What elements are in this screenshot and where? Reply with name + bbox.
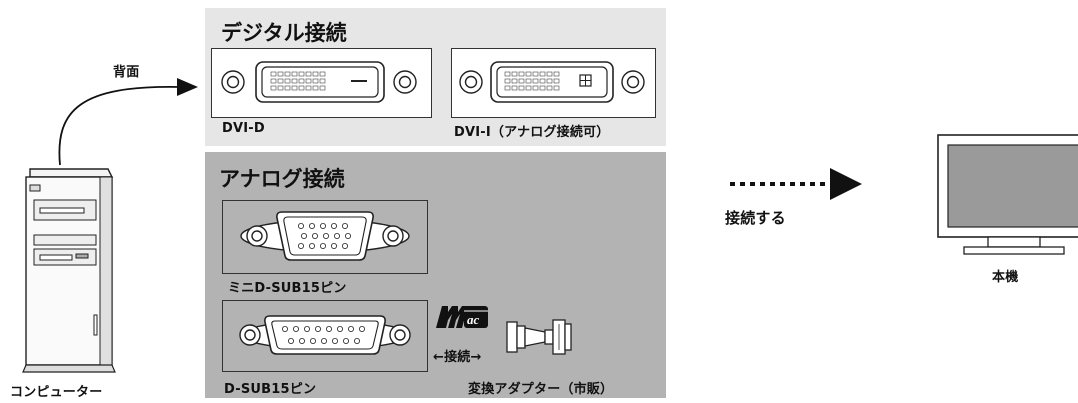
back-panel-label: 背面 <box>113 65 140 80</box>
monitor-icon <box>937 134 1078 255</box>
conversion-adapter-icon <box>506 319 572 355</box>
connection-label: 接続する <box>725 209 786 227</box>
dsub-port-box <box>222 300 428 372</box>
mini-dsub-connector-icon <box>240 211 410 261</box>
mini-dsub-label: ミニD-SUB15ピン <box>228 281 347 296</box>
mini-dsub-port-box <box>222 200 428 274</box>
adapter-connect-label: ←接続→ <box>433 350 482 365</box>
computer-label: コンピューター <box>10 385 103 400</box>
adapter-label: 変換アダプター（市販） <box>468 382 614 397</box>
computer-cable-arrow <box>58 78 198 166</box>
dvi-d-label: DVI-D <box>222 121 265 136</box>
digital-connection-title: デジタル接続 <box>221 21 347 45</box>
analog-connection-panel <box>205 152 666 398</box>
dvi-i-connector-icon <box>459 61 645 103</box>
dvi-i-label: DVI-I（アナログ接続可） <box>454 125 610 140</box>
mac-logo-icon: ac <box>436 306 488 328</box>
dsub-connector-icon <box>239 315 411 355</box>
svg-text:ac: ac <box>467 312 480 327</box>
computer-tower-icon <box>22 168 116 373</box>
dsub-label: D-SUB15ピン <box>224 382 317 397</box>
connection-dotted-arrow <box>730 168 862 200</box>
analog-connection-title: アナログ接続 <box>219 167 345 191</box>
monitor-label: 本機 <box>992 270 1019 285</box>
dvi-d-connector-icon <box>221 61 417 103</box>
